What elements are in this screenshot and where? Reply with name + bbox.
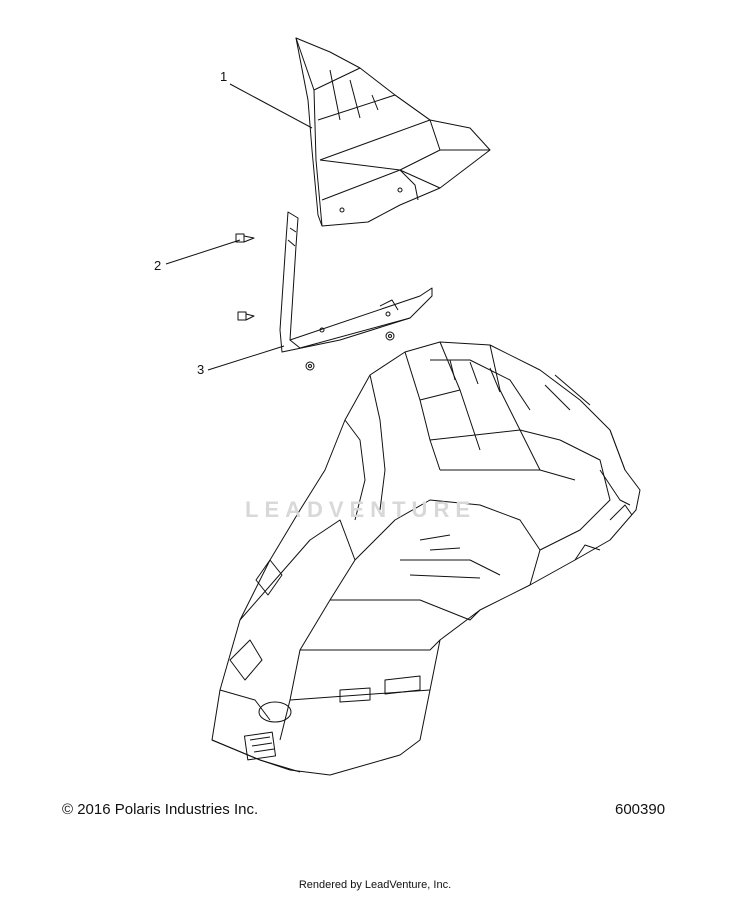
callout-number-1: 1 bbox=[220, 69, 228, 84]
nut-upper bbox=[385, 331, 395, 341]
drawing-number: 600390 bbox=[615, 801, 666, 818]
leader-line-3 bbox=[207, 345, 285, 371]
leader-line-1 bbox=[229, 83, 313, 129]
watermark-text: LEADVENTURE bbox=[245, 497, 477, 522]
fastener-upper bbox=[235, 233, 255, 243]
callout-number-3: 3 bbox=[197, 362, 205, 377]
nut-lower bbox=[305, 361, 315, 371]
callout-number-2: 2 bbox=[154, 258, 162, 273]
leader-line-2 bbox=[165, 239, 241, 265]
rendered-by-credit: Rendered by LeadVenture, Inc. bbox=[298, 879, 452, 891]
hood-panel bbox=[211, 341, 641, 776]
windshield-bracket-part bbox=[279, 211, 433, 353]
windshield-part bbox=[295, 37, 491, 227]
copyright-notice: © 2016 Polaris Industries Inc. bbox=[62, 801, 259, 818]
fastener-lower bbox=[237, 311, 255, 321]
